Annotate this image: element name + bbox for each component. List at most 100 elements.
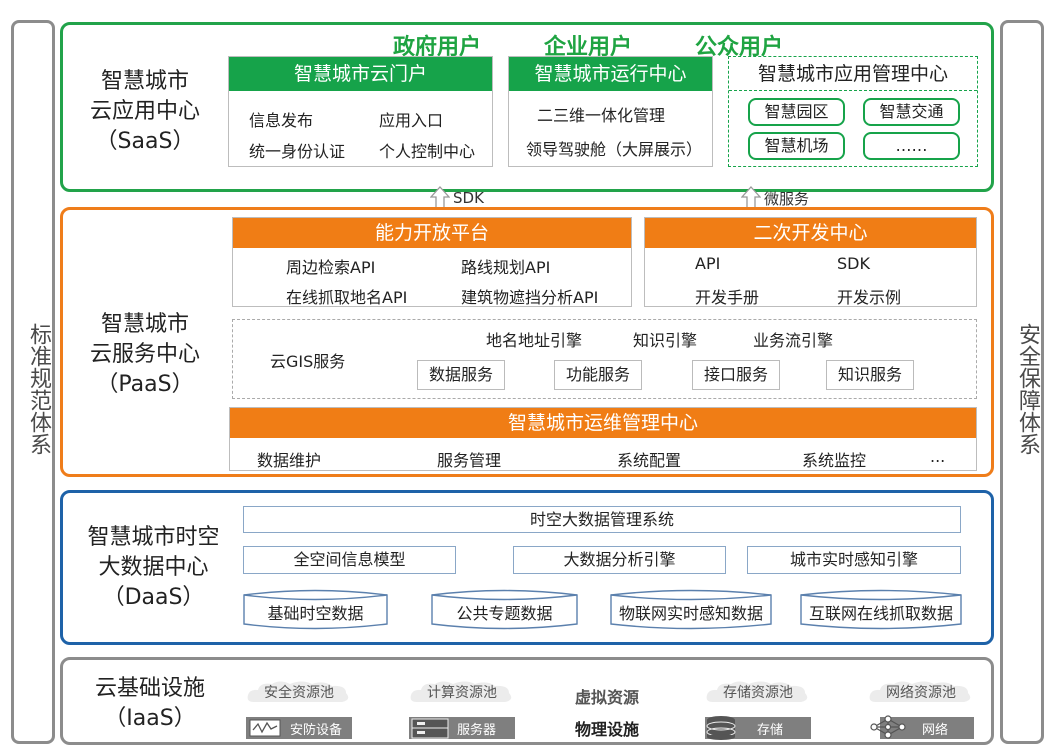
resource-pool-cloud: 网络资源池 xyxy=(868,680,974,704)
service-box: 接口服务 xyxy=(692,360,780,390)
ops-mgmt-item: 服务管理 xyxy=(437,451,502,470)
engine-box: 大数据分析引擎 xyxy=(513,546,726,574)
database-icon xyxy=(610,589,772,630)
secondary-dev-title: 二次开发中心 xyxy=(645,218,976,248)
operation-center-title: 智慧城市运行中心 xyxy=(509,57,712,91)
engine-label: 地名地址引擎 xyxy=(486,331,583,350)
service-box: 数据服务 xyxy=(417,360,505,390)
paas-layer: 智慧城市 云服务中心 （PaaS） 能力开放平台 周边检索API 路线规划API… xyxy=(60,207,994,477)
paas-title-line1: 智慧城市 xyxy=(100,312,189,337)
portal-item: 个人控制中心 xyxy=(379,142,476,161)
engine-box: 全空间信息模型 xyxy=(243,546,456,574)
portal-item: 统一身份认证 xyxy=(249,142,346,161)
cloud-icon xyxy=(247,681,349,702)
cloud-icon xyxy=(706,681,808,702)
daas-title-line2: 大数据中心 xyxy=(98,555,209,580)
database-cylinder: 互联网在线抓取数据 xyxy=(800,589,962,630)
app-pill: …… xyxy=(863,132,960,160)
ability-item: 在线抓取地名API xyxy=(286,288,408,307)
resource-pool-label: 安全资源池 xyxy=(264,685,334,701)
ability-item: 建筑物遮挡分析API xyxy=(461,288,599,307)
device-label: 服务器 xyxy=(457,723,497,738)
resource-pool-cloud: 安全资源池 xyxy=(246,680,352,704)
standards-system-bar: 标准规范体系 xyxy=(11,20,55,744)
ops-management-box: 智慧城市运维管理中心 数据维护 服务管理 系统配置 系统监控 ... xyxy=(229,407,977,471)
paas-title-line2: 云服务中心 xyxy=(89,342,200,367)
network-icon xyxy=(870,715,974,739)
device-label: 存储 xyxy=(757,723,784,738)
device-label: 网络 xyxy=(922,723,949,738)
app-pill: 智慧机场 xyxy=(748,132,845,160)
database-cylinder: 物联网实时感知数据 xyxy=(610,589,772,630)
saas-title: 智慧城市 云应用中心 （SaaS） xyxy=(75,67,215,157)
daas-title-line1: 智慧城市时空 xyxy=(87,525,220,550)
app-management-title: 智慧城市应用管理中心 xyxy=(729,57,977,91)
ability-item: 路线规划API xyxy=(461,258,551,277)
cloud-icon xyxy=(410,681,512,702)
ability-platform-box: 能力开放平台 周边检索API 路线规划API 在线抓取地名API 建筑物遮挡分析… xyxy=(232,217,632,307)
daas-layer: 智慧城市时空 大数据中心 （DaaS） 时空大数据管理系统 全空间信息模型 大数… xyxy=(60,490,994,645)
security-device: 安防设备 xyxy=(246,714,352,740)
cloud-portal-box: 智慧城市云门户 信息发布 应用入口 统一身份认证 个人控制中心 xyxy=(228,56,493,167)
public-user-label: 公众用户 xyxy=(694,35,783,60)
iaas-title-line2: （IaaS） xyxy=(104,706,196,731)
database-cylinder: 基础时空数据 xyxy=(243,589,388,630)
sdk-connector-label: SDK xyxy=(453,189,484,207)
user-types: 政府用户 企业用户 公众用户 xyxy=(383,29,793,61)
database-label: 公共专题数据 xyxy=(456,604,553,623)
dev-item: SDK xyxy=(837,254,870,273)
engine-label: 业务流引擎 xyxy=(753,331,834,350)
ops-mgmt-item: ... xyxy=(930,447,946,466)
cloud-gis-services: 云GIS服务 地名地址引擎 知识引擎 业务流引擎 数据服务 功能服务 接口服务 … xyxy=(232,319,977,399)
saas-title-line3: （SaaS） xyxy=(95,129,195,154)
ops-management-title: 智慧城市运维管理中心 xyxy=(230,408,976,438)
service-box: 功能服务 xyxy=(554,360,642,390)
iaas-title: 云基础设施 （IaaS） xyxy=(75,674,225,734)
service-box: 知识服务 xyxy=(826,360,914,390)
database-icon xyxy=(800,589,962,630)
spatiotemporal-mgmt-system: 时空大数据管理系统 xyxy=(243,506,961,533)
engine-label: 知识引擎 xyxy=(633,331,698,350)
storage-icon xyxy=(705,716,811,740)
secondary-dev-box: 二次开发中心 API SDK 开发手册 开发示例 xyxy=(644,217,977,307)
microservice-connector-label: 微服务 xyxy=(764,189,810,208)
cloud-portal-title: 智慧城市云门户 xyxy=(229,57,492,91)
physical-facilities-label: 物理设施 xyxy=(575,720,640,739)
app-pill: 智慧园区 xyxy=(748,98,845,126)
security-camera-icon xyxy=(246,717,352,739)
network-device: 网络 xyxy=(868,714,974,740)
microservice-connector: 微服务 xyxy=(741,186,809,210)
paas-title-line3: （PaaS） xyxy=(96,372,194,397)
ops-item: 二三维一体化管理 xyxy=(537,106,666,125)
security-system-label: 安全保障体系 xyxy=(1015,323,1040,455)
database-label: 基础时空数据 xyxy=(267,604,364,623)
resource-pool-label: 计算资源池 xyxy=(427,685,497,701)
saas-title-line2: 云应用中心 xyxy=(89,99,200,124)
standards-system-label: 标准规范体系 xyxy=(26,323,51,455)
portal-item: 信息发布 xyxy=(249,111,314,130)
database-label: 物联网实时感知数据 xyxy=(618,604,763,623)
ops-item: 领导驾驶舱（大屏展示） xyxy=(526,140,703,159)
database-cylinder: 公共专题数据 xyxy=(431,589,578,630)
operation-center-box: 智慧城市运行中心 二三维一体化管理 领导驾驶舱（大屏展示） xyxy=(508,56,713,167)
storage-device: 存储 xyxy=(705,714,811,740)
virtual-resources-label: 虚拟资源 xyxy=(575,688,640,707)
resource-pool-cloud: 计算资源池 xyxy=(409,680,515,704)
saas-layer: 政府用户 企业用户 公众用户 智慧城市 云应用中心 （SaaS） 智慧城市云门户… xyxy=(60,22,994,192)
paas-title: 智慧城市 云服务中心 （PaaS） xyxy=(75,310,215,400)
iaas-title-line1: 云基础设施 xyxy=(94,676,205,701)
enterprise-user-label: 企业用户 xyxy=(543,35,632,60)
resource-pool-label: 存储资源池 xyxy=(723,685,793,701)
ability-platform-title: 能力开放平台 xyxy=(233,218,631,248)
portal-item: 应用入口 xyxy=(379,111,444,130)
iaas-layer: 云基础设施 （IaaS） 安全资源池 计算资源池 存储资源池 网络资源池 虚拟资… xyxy=(60,657,994,745)
ability-item: 周边检索API xyxy=(286,258,376,277)
engine-box: 城市实时感知引擎 xyxy=(747,546,961,574)
server-device: 服务器 xyxy=(409,714,515,740)
server-icon xyxy=(409,717,515,739)
daas-title-line3: （DaaS） xyxy=(102,585,205,610)
gov-user-label: 政府用户 xyxy=(393,35,482,60)
dev-item: API xyxy=(695,254,721,273)
daas-title: 智慧城市时空 大数据中心 （DaaS） xyxy=(71,523,236,613)
database-label: 互联网在线抓取数据 xyxy=(808,604,953,623)
